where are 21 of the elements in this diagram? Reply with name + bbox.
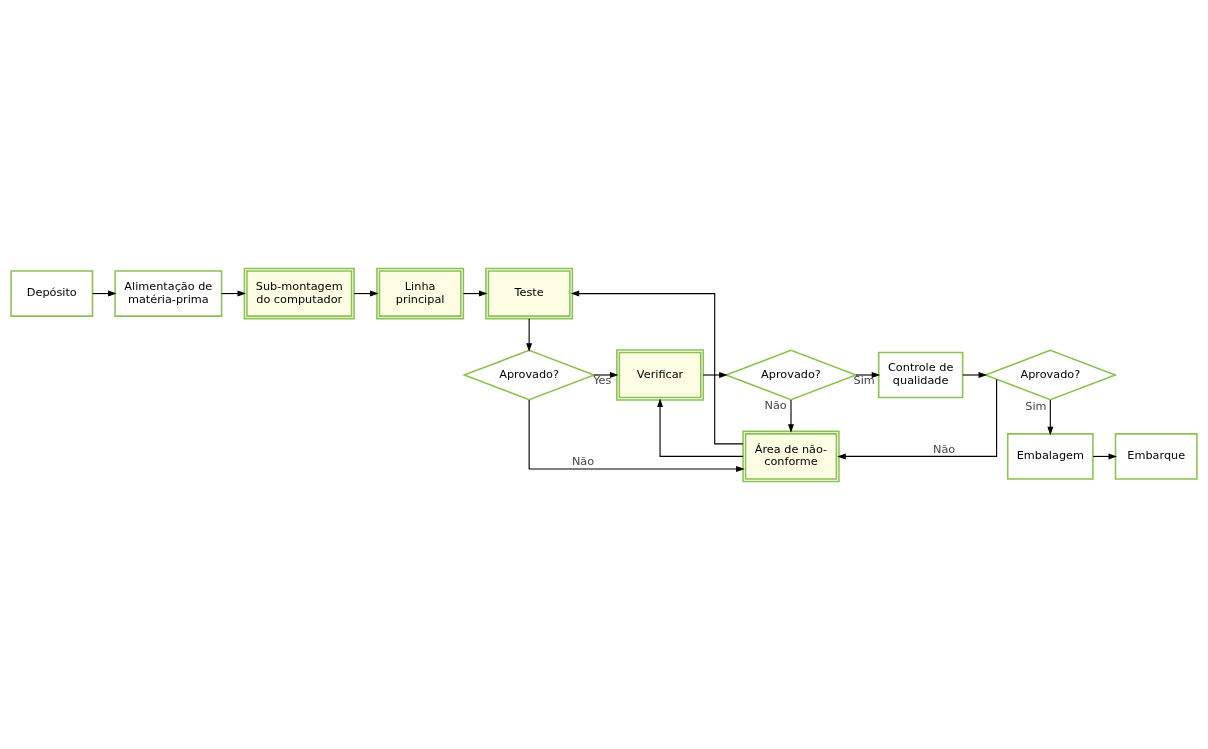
arrow	[1047, 398, 1054, 435]
node-box: Depósito	[10, 269, 94, 317]
arrow	[593, 371, 619, 378]
arrow	[788, 398, 794, 433]
arrow	[837, 378, 998, 459]
node-diamond: Aprovado?	[983, 348, 1118, 401]
edge-label: Sim	[1025, 399, 1047, 413]
arrow	[526, 317, 533, 352]
arrow	[657, 397, 744, 457]
arrow	[570, 290, 744, 444]
edge-label: Não	[764, 398, 787, 412]
arrow	[855, 371, 881, 378]
node-box: Controle de qualidade	[877, 351, 964, 398]
node-box: Embalagem	[1006, 432, 1094, 480]
node-box: Embarque	[1114, 432, 1198, 480]
edge-label: Não	[932, 442, 956, 456]
edge-label: Não	[571, 454, 595, 468]
arrow	[528, 398, 745, 472]
node-box: Alimentação de matéria-prima	[114, 269, 223, 317]
arrow	[702, 371, 728, 378]
arrow	[962, 371, 988, 378]
